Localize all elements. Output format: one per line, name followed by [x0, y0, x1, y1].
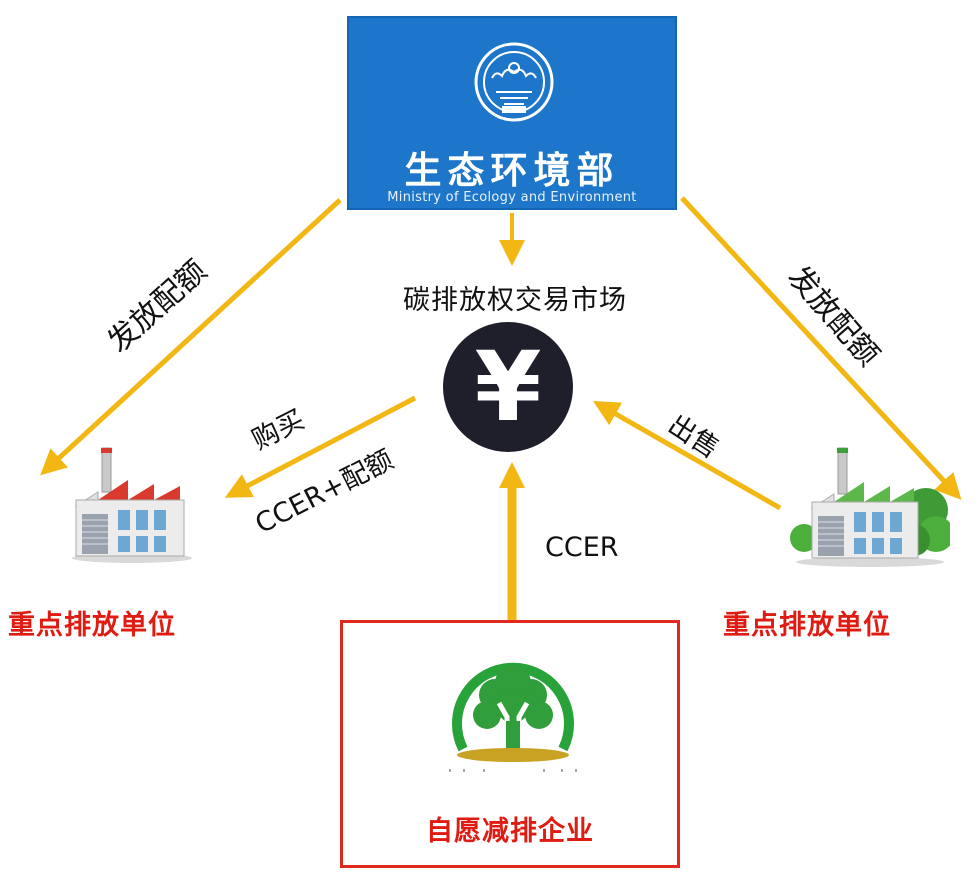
left-unit-label: 重点排放单位	[8, 610, 176, 641]
yuan-symbol: ¥	[474, 331, 542, 443]
edge-label-ccer: CCER	[545, 532, 619, 563]
arrow-allocate-right	[680, 196, 962, 500]
yuan-icon: ¥	[443, 322, 573, 452]
arrow-allocate-left	[40, 198, 342, 476]
ministry-box: 生态环境部 Ministry of Ecology and Environmen…	[347, 16, 677, 210]
voluntary-enterprise-label: 自愿减排企业	[426, 816, 594, 847]
market-title: 碳排放权交易市场	[403, 285, 627, 316]
ministry-emblem-icon	[474, 42, 554, 122]
ministry-name-cn: 生态环境部	[404, 149, 620, 192]
tree-logo-icon	[449, 662, 577, 772]
right-factory-icon	[790, 447, 950, 567]
left-factory-icon	[72, 447, 192, 563]
voluntary-enterprise-box: 自愿减排企业	[340, 620, 680, 868]
right-unit-label: 重点排放单位	[723, 610, 891, 641]
arrow-buy	[224, 395, 417, 498]
arrow-sell	[593, 401, 782, 511]
ministry-name-en: Ministry of Ecology and Environment	[387, 190, 637, 205]
